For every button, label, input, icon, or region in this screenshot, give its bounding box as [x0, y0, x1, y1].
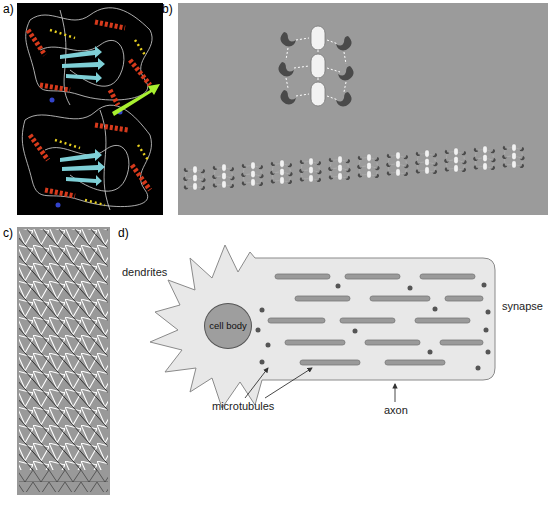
panel-label: a) — [3, 3, 14, 16]
part-label: synapse — [502, 300, 543, 313]
panel-a-background — [17, 3, 163, 215]
panel-b-background — [178, 3, 548, 215]
part-label: axon — [384, 404, 408, 417]
lattice-base — [19, 470, 108, 492]
node-text: cell body — [209, 321, 247, 331]
lattice — [19, 229, 108, 470]
panel-c-background — [17, 227, 110, 495]
dimer-motif — [278, 26, 353, 106]
protofilament-row — [183, 144, 525, 190]
cell-body: cell body — [204, 303, 252, 349]
protein-structure — [22, 8, 160, 210]
microtubule-bars — [268, 274, 483, 365]
neuron-outline — [150, 245, 495, 408]
panel-label: d) — [118, 227, 129, 240]
leader-lines — [245, 368, 395, 402]
panel-label: c) — [3, 227, 13, 240]
part-label: microtubules — [212, 400, 274, 413]
part-label: dendrites — [122, 266, 167, 279]
vesicles — [256, 283, 491, 371]
panel-label: b) — [162, 3, 173, 16]
